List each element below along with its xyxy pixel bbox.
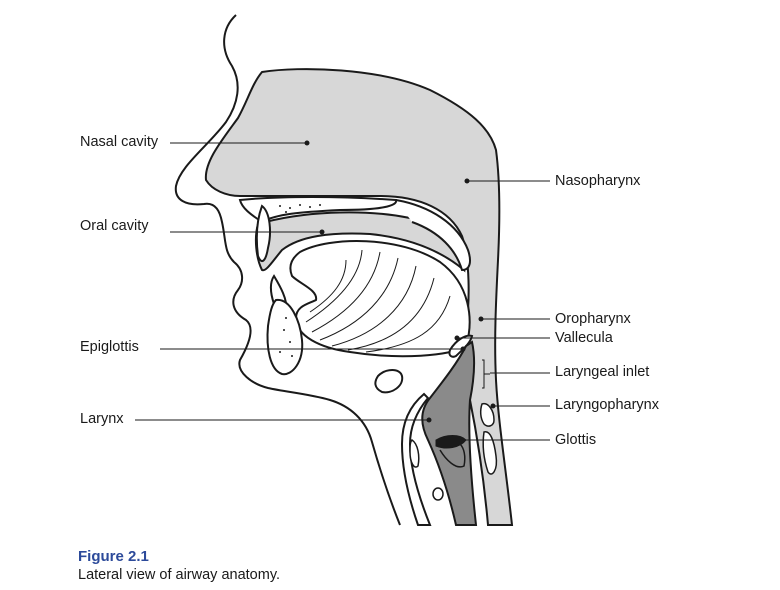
arytenoid — [479, 402, 495, 427]
vocal-cords — [439, 443, 466, 468]
label-epiglottis: Epiglottis — [80, 339, 139, 355]
label-glottis: Glottis — [555, 432, 597, 448]
dot-larynx — [426, 417, 432, 423]
dot-nasal-cavity — [304, 140, 310, 146]
label-nasal-cavity: Nasal cavity — [80, 134, 159, 150]
dot-vallecula — [454, 335, 460, 341]
mandible-texture — [279, 317, 293, 357]
oral-cavity-space — [254, 211, 466, 273]
dot-nasopharynx — [464, 178, 470, 184]
face-profile-outline — [174, 14, 401, 526]
hyoid-bone — [374, 369, 404, 394]
label-nasopharynx: Nasopharynx — [555, 173, 641, 189]
soft-palate — [395, 199, 471, 272]
laryngeal-inlet-bracket — [482, 359, 490, 389]
dot-epiglottis — [460, 346, 466, 352]
upper-incisor — [255, 204, 271, 263]
dot-oral-cavity — [319, 229, 325, 235]
tongue — [289, 240, 471, 358]
dot-laryngopharynx — [490, 403, 496, 409]
thyroid-cartilage — [400, 392, 432, 526]
label-larynx: Larynx — [80, 411, 124, 427]
label-laryngeal-inlet: Laryngeal inlet — [555, 364, 650, 380]
dot-oropharynx — [478, 316, 484, 322]
leader-lines — [135, 140, 550, 441]
palate-texture — [279, 204, 321, 213]
figure-caption: Lateral view of airway anatomy. — [78, 567, 281, 583]
label-vallecula: Vallecula — [555, 330, 613, 346]
label-oral-cavity: Oral cavity — [80, 218, 149, 234]
mandible — [266, 298, 304, 376]
tongue-muscle-fibers — [305, 249, 451, 353]
hard-palate — [238, 196, 398, 224]
nasopharynx-airway — [204, 68, 514, 526]
cervical-tissue — [409, 439, 420, 468]
cricoid-cartilage — [482, 431, 498, 475]
larynx-structure — [421, 340, 478, 526]
tracheal-ring — [432, 487, 444, 501]
figure-number: Figure 2.1 — [78, 548, 149, 565]
label-laryngopharynx: Laryngopharynx — [555, 397, 659, 413]
label-oropharynx: Oropharynx — [555, 311, 631, 327]
